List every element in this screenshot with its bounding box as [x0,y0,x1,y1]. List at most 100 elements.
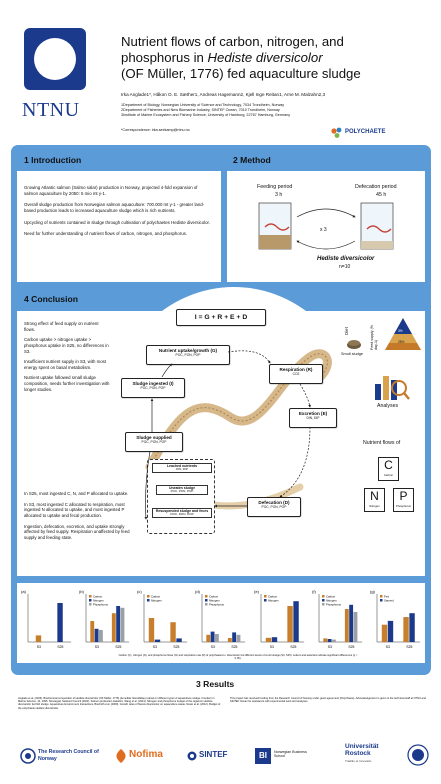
correspondence: *Correspondence: irka.seekamp@ntnu.no [121,128,190,132]
sample-size: n=10 [339,264,351,270]
equation-text: I = G + R + E + D [194,314,248,321]
element-phosphorus-symbol: P [399,489,408,503]
chart-tick-label: S3 [37,645,41,649]
polychaete-logo-icon [331,127,342,138]
node-respiration-sub: CO2 [292,372,300,376]
research-council-text: The Research Council of Norway [38,749,99,762]
nofima-text: Nofima [129,749,163,760]
chart-bar [331,639,336,642]
node-growth-sub: POC, PON, POP [175,353,201,357]
chart-panel-label: (c) [137,589,142,594]
nutrient-flows-label: Nutrient flows of [363,440,401,446]
node-leached-sub: DIN, DIP [176,467,188,472]
chart-legend-swatch [321,595,325,598]
affiliation-2: 2Department of Fisheries and New Biomari… [121,107,280,112]
chart-bar [112,613,116,642]
intro-text: Growing Atlantic salmon (Salmo salar) pr… [24,185,210,237]
chart-bar [155,639,161,642]
chart-legend-swatch [321,599,325,602]
smolt-sludge-label: Smolt sludge [341,352,363,356]
bi-text: Norwegian Business School [274,750,307,759]
cycle-arrow-top [296,208,356,218]
chart-legend-label: Nitrogen [151,598,162,602]
chart-legend-swatch [263,595,267,598]
chart-tick-label: S3 [386,645,390,649]
conclusion-text-bottom: In S25, most ingested C, N, and P alloca… [24,491,136,540]
chart-legend-label: Carbon [268,594,278,598]
element-nitrogen: N Nitrogen [364,488,385,512]
nofima-icon [116,749,126,763]
chart-bar [327,639,332,642]
intro-p1: Growing Atlantic salmon (Salmo salar) pr… [24,185,198,196]
intro-box: Growing Atlantic salmon (Salmo salar) pr… [17,171,221,282]
chart-bar [265,637,271,642]
chart-legend-swatch [89,595,92,598]
rostock-sub: Traditio et Innovatio [345,759,372,763]
node-ingested: Sludge ingested (I) POC, PON, POP [121,378,185,398]
chart-bar [236,634,241,642]
element-phosphorus-name: Phosphorus [396,504,411,508]
polychaete-logo-text: POLYCHAETE [345,129,386,135]
node-growth: Nutrient uptake/growth (G) POC, PON, POP [146,345,230,365]
chart-bar [286,606,293,642]
logo-sintef: SINTEF [187,749,237,763]
conclusion-point-3: Insufficient nutrient supply in S3, with… [24,359,107,370]
chart-legend-label: Carbon [151,594,161,598]
node-uneaten: Uneaten sludge POC, PON, POP [156,485,208,496]
chart-tick-label: S3 [269,645,273,649]
node-ingested-title: Sludge ingested (I) [132,381,174,386]
chart-legend-label: Nitrogen [268,598,279,602]
chart-bar [94,628,99,642]
chart-bar [353,612,358,642]
chart-panel-label: (d) [195,589,201,594]
chart-bar [323,638,327,642]
defecation-period-time: 45 h [376,192,387,198]
chart-panel-label: (g) [370,589,376,594]
chart-bar [403,617,409,642]
chart-legend-swatch [205,595,208,598]
conclusion-heading: 4 Conclusion [24,294,78,304]
chart-legend-label: Phosphorus [326,602,342,606]
chart-bar [149,618,155,642]
chart-legend-swatch [321,603,325,606]
logo-nofima: Nofima [115,747,175,765]
sintef-icon [187,751,197,761]
pyramid-label-3: 3% [398,329,403,333]
ntnu-logo: NTNU [18,28,96,124]
node-uneaten-title: Uneaten sludge [168,486,196,490]
element-phosphorus: P Phosphorus [393,488,414,512]
node-defecation: Defecation (D) POC, PON, POP [247,497,301,517]
chart-bar [206,634,211,642]
chart-panel-label: (f) [312,589,316,594]
equation-box: I = G + R + E + D [176,309,266,326]
affiliation-3: 3Institute of Marine Ecosystem and Fishe… [121,112,291,117]
conclusion-point-2: Carbon uptake > nitrogen uptake > phosph… [24,337,109,354]
node-supplied-sub: POC, PON, POP [141,440,167,444]
node-excretion-sub: DIN, DIP [306,416,320,420]
chart-tick-label: S25 [232,645,238,649]
chart-tick-label: S25 [57,645,63,649]
analyses-label: Analyses [377,403,399,409]
cycle-arrow-bottom [296,240,356,250]
chart-legend-label: Starved [384,598,394,602]
chart-bar [228,638,233,642]
chart-axes [27,594,72,643]
results-caption: Carbon (C), nitrogen (N), and phosphorus… [118,654,358,661]
chart-bar [116,606,121,642]
chart-tick-label: S25 [115,645,121,649]
intro-heading: 1 Introduction [24,155,82,165]
node-excretion: Excretion (E) DIN, DIP [289,408,337,428]
chart-bar [211,631,215,642]
poster-title: Nutrient flows of carbon, nitrogen, and … [121,34,431,82]
bi-mark: BI [255,748,271,764]
element-carbon-name: Carbon [383,473,394,477]
chart-legend-swatch [147,595,150,598]
conclusion-point-4: Nutrient uptake followed small sludge co… [24,375,110,392]
node-uneaten-sub: POC, PON, POP [170,489,194,494]
chart-legend-label: Phosphorus [209,602,225,606]
